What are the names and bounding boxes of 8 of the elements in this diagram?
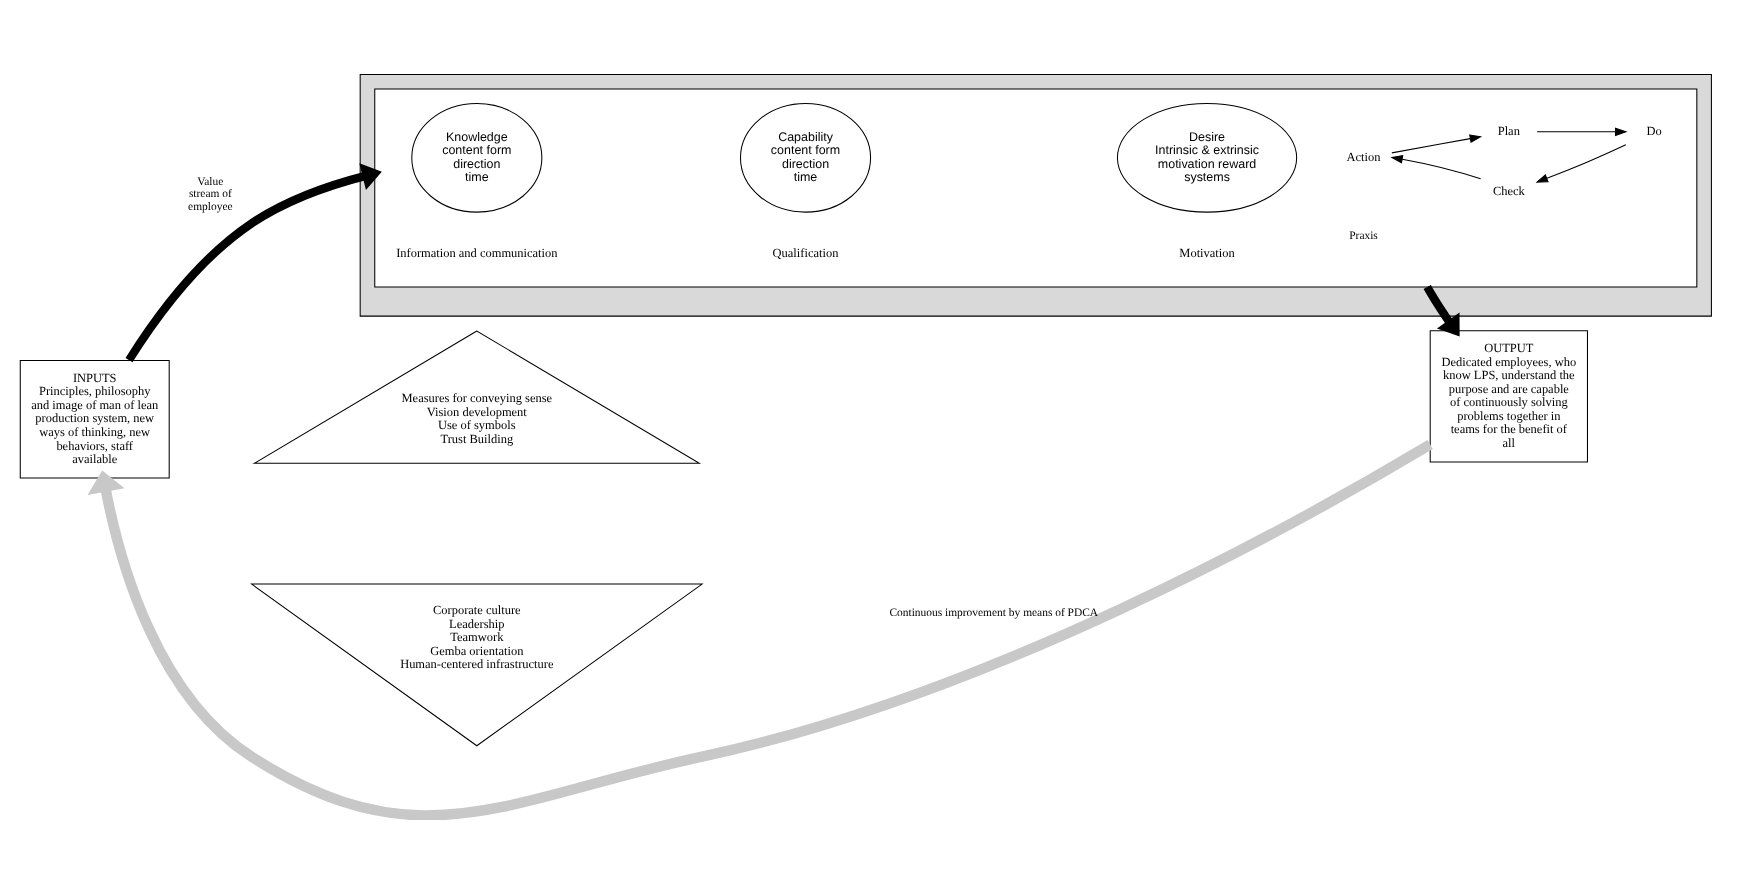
arrow — [125, 163, 382, 363]
arrow — [1391, 134, 1483, 154]
arrow — [1536, 127, 1628, 137]
arrow — [87, 440, 1433, 820]
arrow — [1390, 154, 1482, 180]
cluster — [374, 88, 1698, 288]
arrow — [1423, 284, 1460, 337]
arrow — [1535, 144, 1627, 183]
